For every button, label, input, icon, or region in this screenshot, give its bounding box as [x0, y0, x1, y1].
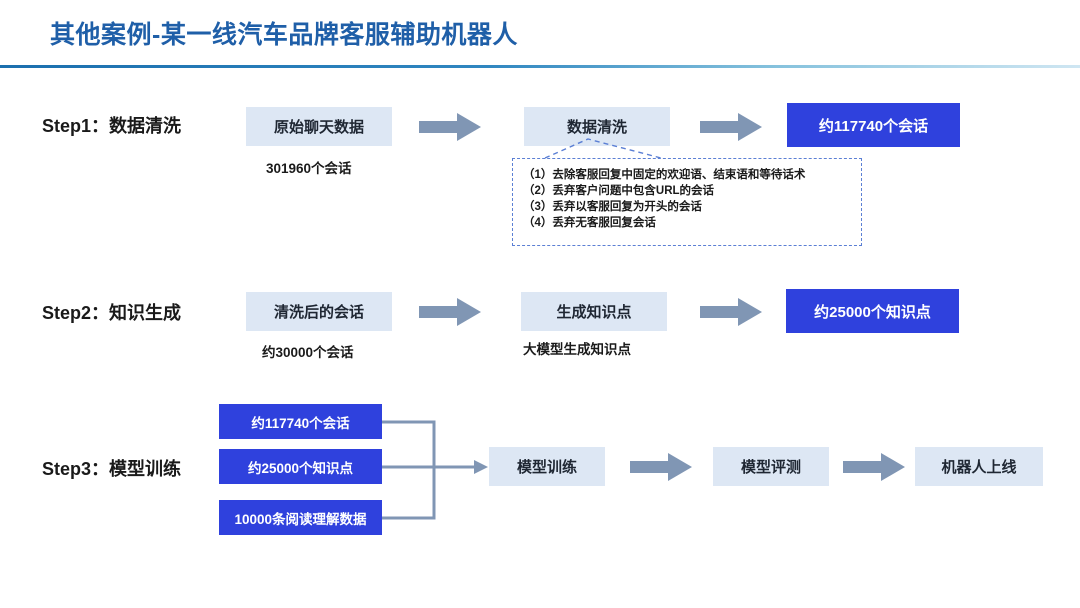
step3-input-reading-comprehension[interactable]: 10000条阅读理解数据 [219, 500, 382, 535]
step3-input-knowledge-text: 约25000个知识点 [247, 460, 354, 476]
arrow-right-icon [419, 297, 481, 327]
step2-node-cleaned-sessions-text: 清洗后的会话 [273, 304, 364, 321]
step3-input-sessions-text: 约117740个会话 [251, 415, 350, 431]
step3-input-sessions[interactable]: 约117740个会话 [219, 404, 382, 439]
step3-input-knowledge[interactable]: 约25000个知识点 [219, 449, 382, 484]
step1-label: Step1：数据清洗 [42, 116, 182, 136]
arrow-right-icon [700, 112, 762, 142]
step2-node-generate-knowledge[interactable]: 生成知识点 [521, 292, 667, 331]
callout-item: （4）丢弃无客服回复会话 [523, 217, 656, 229]
arrow-right-icon [700, 297, 762, 327]
step3-node-robot-online-text: 机器人上线 [941, 459, 1017, 476]
step1-cleaning-rules-callout: （1）去除客服回复中固定的欢迎语、结束语和等待话术 （2）丢弃客户问题中包含UR… [512, 138, 862, 246]
step3-label: Step3：模型训练 [42, 459, 182, 479]
step2-node-cleaned-sessions[interactable]: 清洗后的会话 [246, 292, 392, 331]
step1-caption-raw-count: 301960个会话 [266, 161, 352, 176]
step3-node-model-training[interactable]: 模型训练 [489, 447, 605, 486]
step2-node-result-knowledge[interactable]: 约25000个知识点 [786, 289, 959, 333]
merge-bracket-icon [382, 415, 492, 525]
arrow-right-icon [419, 112, 481, 142]
callout-item: （2）丢弃客户问题中包含URL的会话 [523, 185, 715, 197]
step1-node-data-cleaning-text: 数据清洗 [566, 119, 627, 136]
title-divider [0, 65, 1080, 68]
step3-node-model-evaluation-text: 模型评测 [740, 459, 801, 476]
step3-node-model-evaluation[interactable]: 模型评测 [713, 447, 829, 486]
step1-node-result-sessions-text: 约117740个会话 [818, 117, 929, 135]
step2-caption-cleaned-count: 约30000个会话 [262, 345, 354, 360]
arrow-right-icon [843, 452, 905, 482]
step3-input-reading-comprehension-text: 10000条阅读理解数据 [234, 511, 367, 527]
step3-node-model-training-text: 模型训练 [516, 459, 577, 476]
callout-item: （3）丢弃以客服回复为开头的会话 [523, 201, 702, 213]
step3-node-robot-online[interactable]: 机器人上线 [915, 447, 1043, 486]
step1-node-data-cleaning[interactable]: 数据清洗 [524, 107, 670, 146]
step2-label: Step2：知识生成 [42, 303, 182, 323]
callout-item: （1）去除客服回复中固定的欢迎语、结束语和等待话术 [523, 169, 806, 181]
step2-node-result-knowledge-text: 约25000个知识点 [814, 303, 931, 321]
step1-node-raw-chat-data-text: 原始聊天数据 [273, 119, 364, 136]
step1-node-raw-chat-data[interactable]: 原始聊天数据 [246, 107, 392, 146]
page-title: 其他案例-某一线汽车品牌客服辅助机器人 [50, 21, 518, 49]
step2-caption-llm-generate: 大模型生成知识点 [523, 342, 631, 357]
step1-node-result-sessions[interactable]: 约117740个会话 [787, 103, 960, 147]
step2-node-generate-knowledge-text: 生成知识点 [556, 304, 632, 321]
arrow-right-icon [630, 452, 692, 482]
